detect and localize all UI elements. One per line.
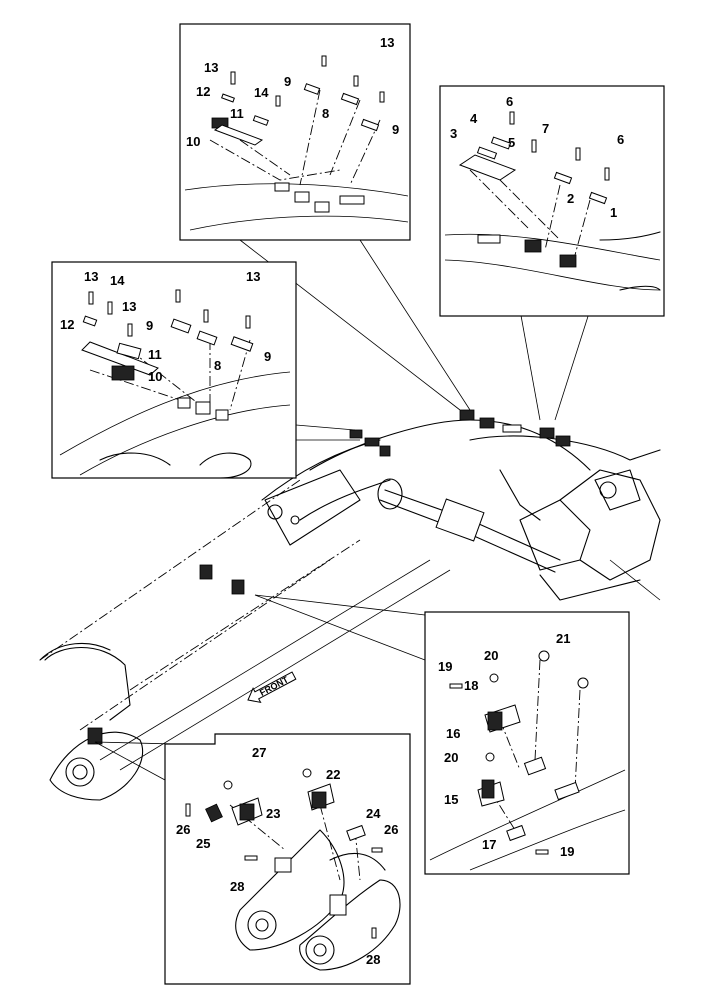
callout-18: 18 (464, 678, 478, 693)
callout-4: 4 (470, 111, 478, 126)
callout-2: 2 (567, 191, 574, 206)
callout-13: 13 (84, 269, 98, 284)
inset-bottom-center (164, 733, 411, 985)
callout-22: 22 (326, 767, 340, 782)
callout-12: 12 (196, 84, 210, 99)
inset-top-right (439, 85, 665, 317)
callout-8: 8 (214, 358, 221, 373)
callout-labels: 13 13 12 14 9 11 10 8 9 6 4 7 3 6 5 2 1 … (60, 35, 624, 967)
callout-19: 19 (560, 844, 574, 859)
callout-19: 19 (438, 659, 452, 674)
callout-13: 13 (122, 299, 136, 314)
callout-14: 14 (110, 273, 125, 288)
callout-26: 26 (384, 822, 398, 837)
callout-1: 1 (610, 205, 617, 220)
callout-26: 26 (176, 822, 190, 837)
front-arrow: FRONT (247, 671, 297, 704)
callout-24: 24 (366, 806, 381, 821)
callout-13: 13 (380, 35, 394, 50)
inset-left (51, 261, 297, 479)
callout-15: 15 (444, 792, 458, 807)
callout-20: 20 (444, 750, 458, 765)
callout-16: 16 (446, 726, 460, 741)
callout-7: 7 (542, 121, 549, 136)
callout-5: 5 (508, 135, 515, 150)
callout-6: 6 (617, 132, 624, 147)
inset-right-lower (424, 611, 630, 875)
callout-9: 9 (392, 122, 399, 137)
callout-11: 11 (230, 106, 244, 121)
callout-25: 25 (196, 836, 210, 851)
callout-17: 17 (482, 837, 496, 852)
callout-12: 12 (60, 317, 74, 332)
callout-11: 11 (148, 347, 162, 362)
callout-28: 28 (230, 879, 244, 894)
callout-27: 27 (252, 745, 266, 760)
callout-14: 14 (254, 85, 269, 100)
callout-28: 28 (366, 952, 380, 967)
callout-3: 3 (450, 126, 457, 141)
callout-9: 9 (146, 318, 153, 333)
callout-9: 9 (264, 349, 271, 364)
callout-20: 20 (484, 648, 498, 663)
callout-10: 10 (148, 369, 162, 384)
callout-13: 13 (204, 60, 218, 75)
callout-21: 21 (556, 631, 570, 646)
inset-top-center (179, 23, 411, 241)
callout-9: 9 (284, 74, 291, 89)
callout-23: 23 (266, 806, 280, 821)
callout-6: 6 (506, 94, 513, 109)
callout-8: 8 (322, 106, 329, 121)
callout-10: 10 (186, 134, 200, 149)
front-label: FRONT (258, 674, 291, 698)
callout-13: 13 (246, 269, 260, 284)
